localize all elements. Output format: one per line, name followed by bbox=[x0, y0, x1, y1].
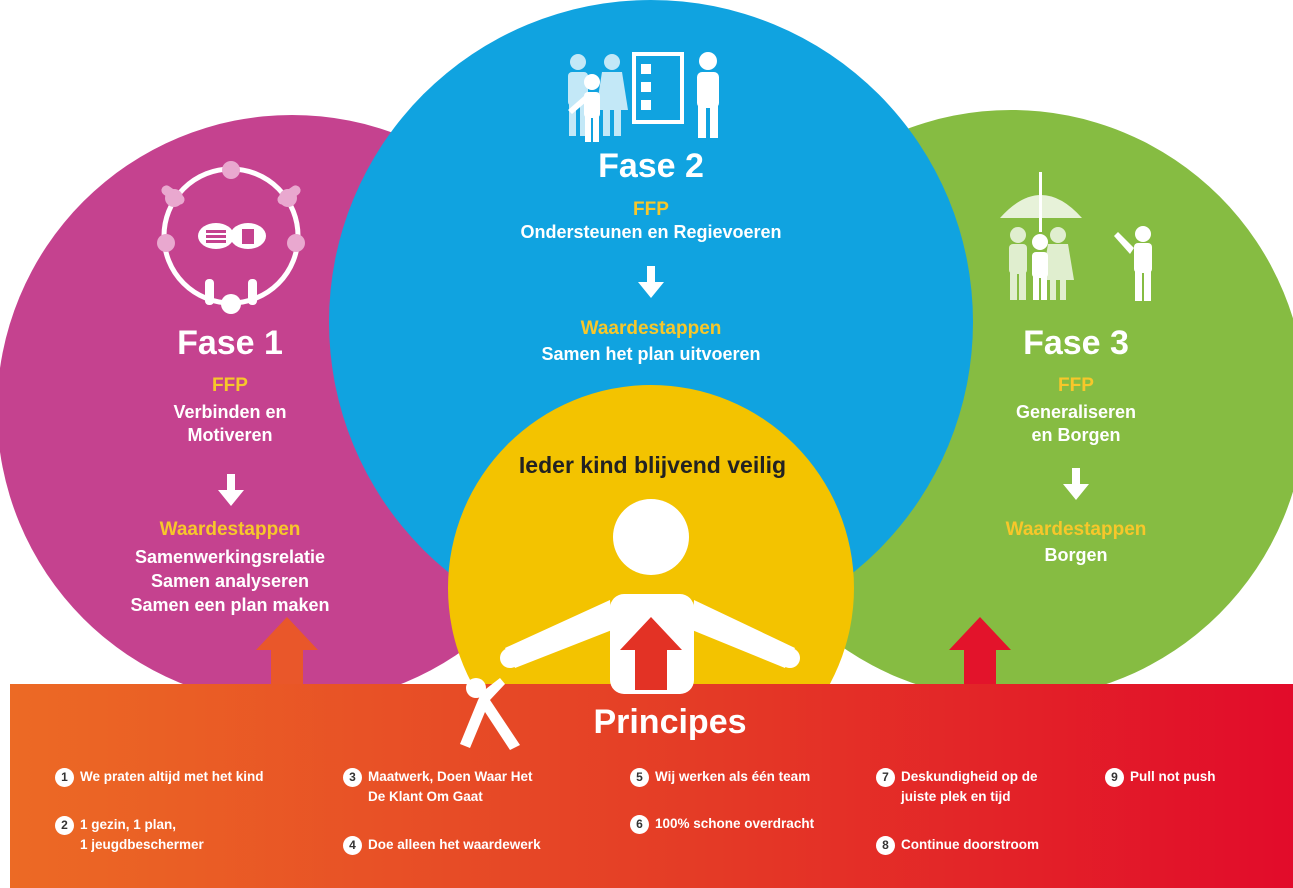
phase1-ffp-line1: Verbinden en bbox=[173, 402, 287, 422]
meeting-circle-icon bbox=[157, 161, 305, 314]
phase2-ffp-label: FFP bbox=[633, 199, 669, 220]
principle-text: Pull not push bbox=[1130, 769, 1216, 784]
principle-number-badge: 2 bbox=[55, 816, 74, 835]
phase3-down-arrow-icon bbox=[1063, 468, 1089, 500]
principle-text: Doe alleen het waardewerk bbox=[368, 837, 541, 852]
principle-2: 2 1 gezin, 1 plan, 1 jeugdbeschermer bbox=[55, 815, 325, 856]
principles-title: Principes bbox=[593, 703, 747, 741]
principle-7: 7 Deskundigheid op de juiste plek en tij… bbox=[876, 767, 1086, 808]
principle-number-badge: 7 bbox=[876, 768, 895, 787]
phase3-step-1: Borgen bbox=[1044, 545, 1108, 565]
phase1-down-arrow-icon bbox=[218, 474, 244, 506]
principle-number-badge: 5 bbox=[630, 768, 649, 787]
principle-number-badge: 3 bbox=[343, 768, 362, 787]
phase2-step-1: Samen het plan uitvoeren bbox=[541, 344, 761, 364]
phase2-ffp-text: Ondersteunen en Regievoeren bbox=[520, 222, 782, 242]
phase1-step-1: Samenwerkingsrelatie bbox=[134, 547, 326, 567]
phase1-title: Fase 1 bbox=[177, 324, 283, 362]
phase3-ffp-label: FFP bbox=[1058, 375, 1094, 396]
phase1-step-2: Samen analyseren bbox=[150, 571, 310, 591]
principle-3: 3 Maatwerk, Doen Waar Het De Klant Om Ga… bbox=[343, 767, 593, 808]
principle-text: 100% schone overdracht bbox=[655, 816, 815, 831]
center-goal-text: Ieder kind blijvend veilig bbox=[518, 452, 787, 478]
phase3-steps-label: Waardestappen bbox=[1005, 519, 1147, 540]
phase2-steps-label: Waardestappen bbox=[580, 318, 722, 339]
phase1-ffp-label: FFP bbox=[212, 375, 248, 396]
phase1-up-arrow bbox=[256, 617, 318, 690]
principle-number-badge: 4 bbox=[343, 836, 362, 855]
family-checklist-icon bbox=[568, 52, 719, 142]
principle-9: 9 Pull not push bbox=[1105, 767, 1275, 787]
principle-8: 8 Continue doorstroom bbox=[876, 835, 1086, 855]
principle-text: 1 gezin, 1 plan, 1 jeugdbeschermer bbox=[80, 817, 204, 853]
phase3-ffp-line1: Generaliseren bbox=[1015, 402, 1137, 422]
principle-text: Continue doorstroom bbox=[901, 837, 1039, 852]
principle-text: Deskundigheid op de juiste plek en tijd bbox=[901, 769, 1038, 805]
phase1-steps-label: Waardestappen bbox=[159, 519, 301, 540]
principles-band bbox=[10, 684, 1293, 888]
principle-number-badge: 9 bbox=[1105, 768, 1124, 787]
center-chest-arrow bbox=[620, 617, 682, 690]
family-umbrella-icon bbox=[1000, 172, 1152, 301]
principle-4: 4 Doe alleen het waardewerk bbox=[343, 835, 603, 855]
principle-text: We praten altijd met het kind bbox=[80, 769, 264, 784]
principle-6: 6 100% schone overdracht bbox=[630, 814, 870, 834]
principle-number-badge: 6 bbox=[630, 815, 649, 834]
principle-1: 1 We praten altijd met het kind bbox=[55, 767, 325, 787]
principle-text: Maatwerk, Doen Waar Het De Klant Om Gaat bbox=[368, 769, 533, 805]
principle-5: 5 Wij werken als één team bbox=[630, 767, 870, 787]
phase3-ffp-line2: en Borgen bbox=[1031, 425, 1121, 445]
phase2-down-arrow-icon bbox=[638, 266, 664, 298]
phase3-title: Fase 3 bbox=[1023, 324, 1129, 362]
principle-number-badge: 1 bbox=[55, 768, 74, 787]
phase1-ffp-line2: Motiveren bbox=[187, 425, 273, 445]
principle-number-badge: 8 bbox=[876, 836, 895, 855]
principle-text: Wij werken als één team bbox=[655, 769, 811, 784]
phase1-step-3: Samen een plan maken bbox=[130, 595, 330, 615]
phase2-title: Fase 2 bbox=[598, 147, 704, 185]
phase3-up-arrow bbox=[949, 617, 1011, 690]
